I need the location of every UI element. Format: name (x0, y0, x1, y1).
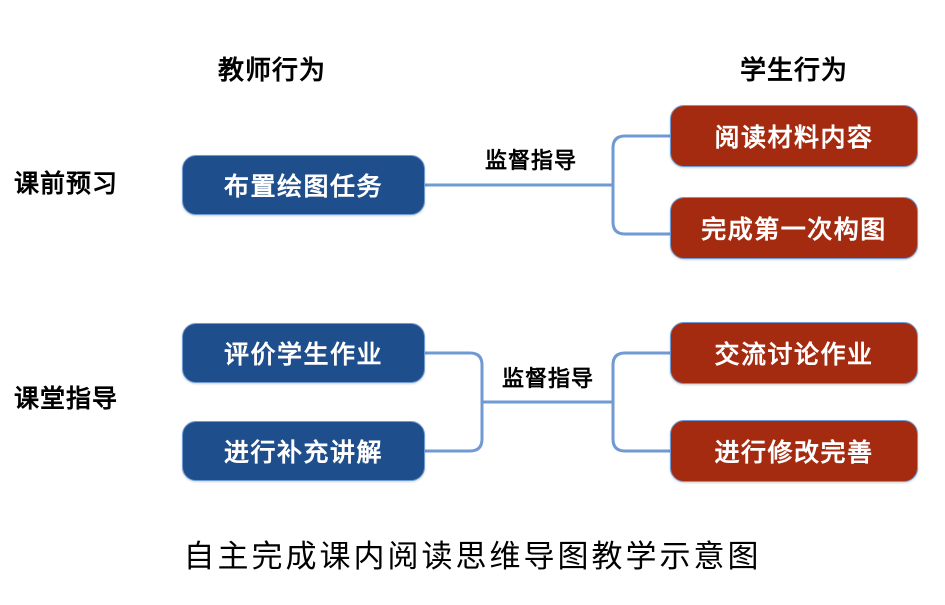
diagram-caption: 自主完成课内阅读思维导图教学示意图 (183, 539, 762, 574)
row2-right-bracket (611, 351, 670, 453)
row2-left-bracket (425, 351, 484, 453)
row-label-classroom: 课堂指导 (14, 385, 119, 413)
row-label-preview: 课前预习 (14, 170, 119, 198)
row1-right-bracket (611, 134, 670, 236)
column-header-teacher: 教师行为 (217, 55, 326, 85)
node-student-revise-improve[interactable]: 进行修改完善 (670, 420, 918, 482)
edge-label-supervise-row1: 监督指导 (484, 148, 577, 173)
node-teacher-assign-drawing-task[interactable]: 布置绘图任务 (182, 155, 425, 215)
node-teacher-evaluate-homework[interactable]: 评价学生作业 (182, 323, 425, 383)
edge-label-supervise-row2: 监督指导 (501, 366, 594, 391)
node-student-read-material[interactable]: 阅读材料内容 (670, 105, 918, 167)
column-header-student: 学生行为 (739, 55, 848, 85)
node-teacher-supplementary-explanation[interactable]: 进行补充讲解 (182, 421, 425, 481)
node-student-first-mindmap[interactable]: 完成第一次构图 (670, 197, 918, 259)
node-student-discuss-homework[interactable]: 交流讨论作业 (670, 322, 918, 384)
